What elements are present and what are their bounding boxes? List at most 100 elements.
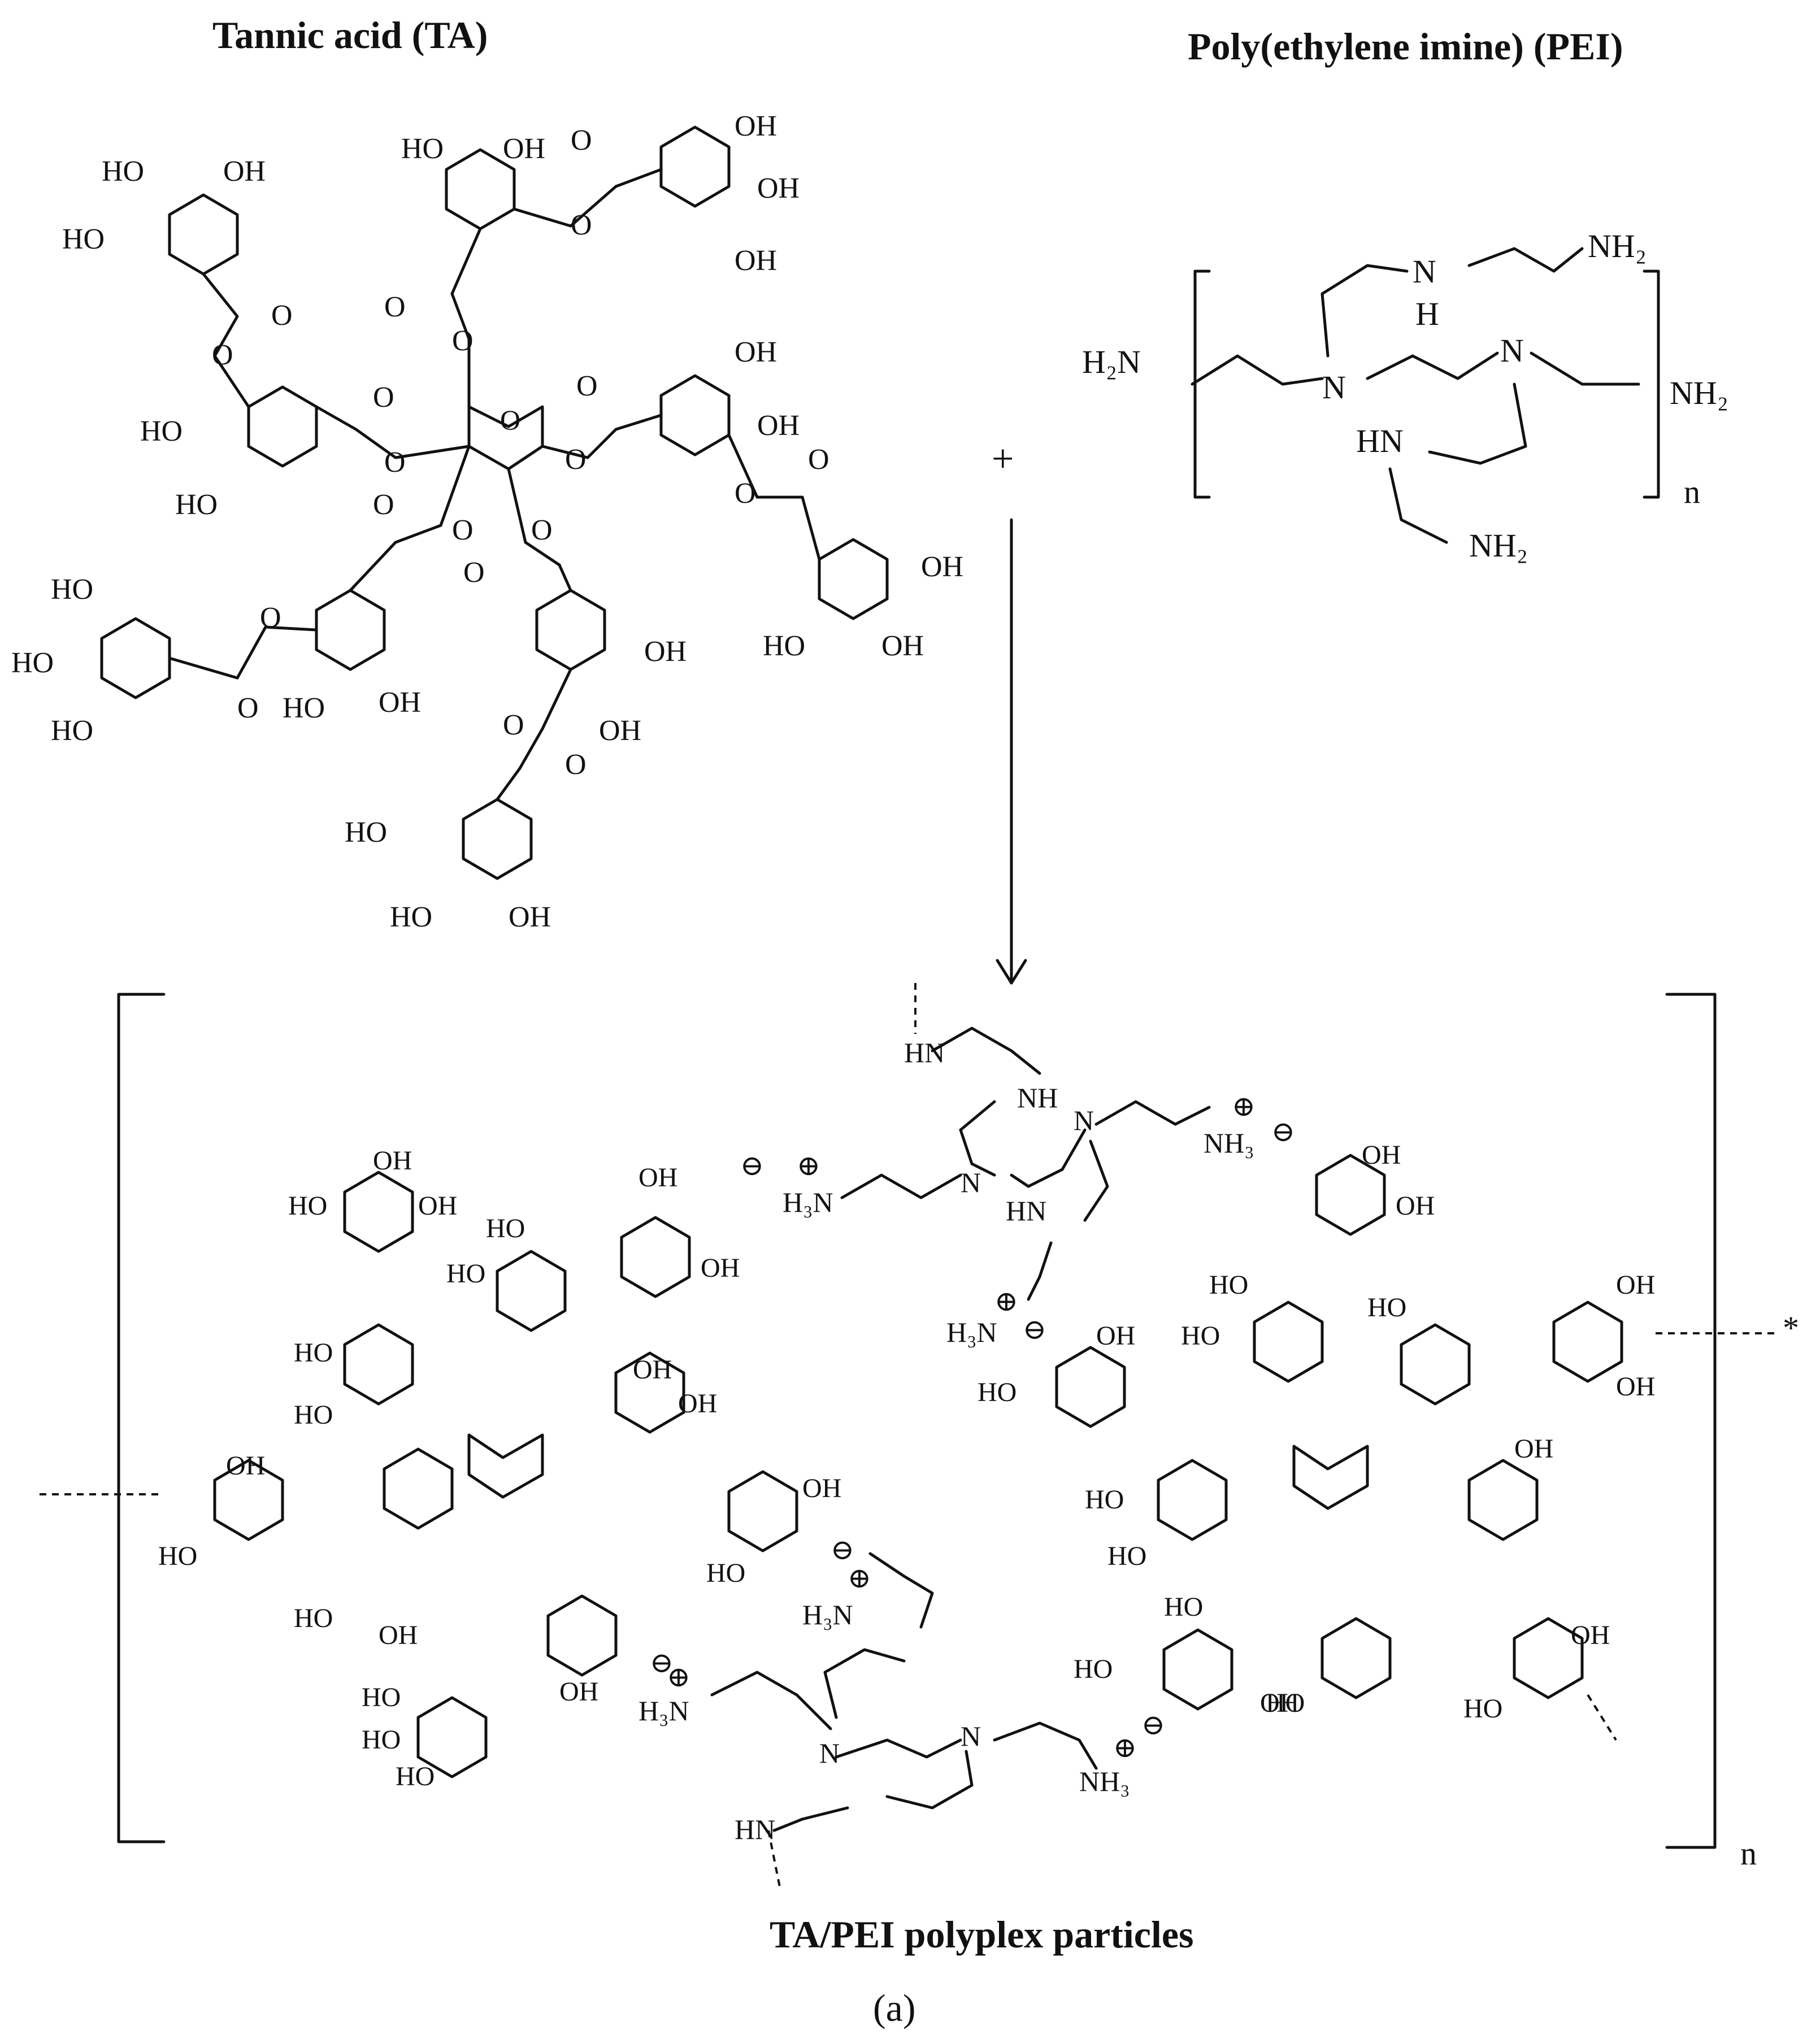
ta-title: Tannic acid (TA) bbox=[212, 14, 488, 56]
svg-text:OH: OH bbox=[644, 636, 687, 668]
svg-text:O: O bbox=[808, 443, 829, 476]
left-ta-rings bbox=[213, 1171, 798, 1778]
svg-text:HO: HO bbox=[51, 573, 93, 606]
svg-text:N: N bbox=[961, 1720, 981, 1752]
svg-text:OH: OH bbox=[735, 245, 777, 277]
svg-text:⊖: ⊖ bbox=[1023, 1314, 1046, 1345]
svg-text:OH: OH bbox=[503, 133, 545, 165]
svg-text:HO: HO bbox=[390, 901, 432, 933]
svg-text:O: O bbox=[571, 209, 592, 241]
plus-sign: + bbox=[992, 437, 1014, 481]
svg-text:H₃N: H₃N bbox=[783, 1186, 833, 1218]
svg-text:HO: HO bbox=[1085, 1485, 1124, 1515]
svg-text:H₃N: H₃N bbox=[946, 1316, 997, 1348]
svg-text:HN: HN bbox=[904, 1037, 945, 1068]
svg-text:HO: HO bbox=[1367, 1293, 1406, 1323]
svg-text:⊕: ⊕ bbox=[1232, 1090, 1256, 1122]
svg-text:⊕: ⊕ bbox=[994, 1285, 1018, 1317]
svg-text:OH: OH bbox=[757, 172, 800, 205]
svg-text:OH: OH bbox=[735, 110, 777, 142]
pei-structure: H₂N N H NH₂ N N NH₂ HN NH₂ n bbox=[1082, 228, 1728, 564]
svg-text:HO: HO bbox=[362, 1682, 401, 1712]
glucose-ring-oxygen: O bbox=[500, 404, 520, 436]
svg-text:O: O bbox=[463, 556, 485, 589]
svg-text:OH: OH bbox=[418, 1191, 457, 1221]
svg-text:O: O bbox=[531, 514, 553, 546]
figure-caption: (a) bbox=[873, 1986, 916, 2029]
ta-oxygen-labels: O O O O O O O O O O O O O O O O O O O O bbox=[212, 124, 829, 781]
svg-text:O: O bbox=[565, 749, 587, 781]
product-structure: n * bbox=[40, 983, 1799, 1888]
svg-text:O: O bbox=[237, 692, 259, 724]
dashed-links bbox=[40, 983, 1780, 1888]
svg-text:⊕: ⊕ bbox=[848, 1562, 871, 1594]
svg-text:HO: HO bbox=[1266, 1688, 1305, 1718]
svg-text:NH₃: NH₃ bbox=[1079, 1765, 1130, 1797]
svg-text:OH: OH bbox=[1362, 1140, 1401, 1170]
reaction-arrow bbox=[996, 518, 1027, 985]
svg-text:H₂N: H₂N bbox=[1082, 343, 1141, 380]
svg-text:N: N bbox=[1074, 1104, 1094, 1136]
svg-text:HO: HO bbox=[62, 223, 105, 255]
svg-text:OH: OH bbox=[379, 1620, 418, 1650]
svg-text:⊕: ⊕ bbox=[1113, 1732, 1137, 1763]
product-end-star: * bbox=[1783, 1310, 1799, 1346]
svg-text:⊕: ⊕ bbox=[797, 1150, 820, 1181]
pei-title: Poly(ethylene imine) (PEI) bbox=[1188, 25, 1623, 68]
svg-text:OH: OH bbox=[509, 901, 551, 933]
product-pei-chains bbox=[710, 1027, 1211, 1832]
svg-text:OH: OH bbox=[1260, 1688, 1299, 1718]
svg-text:OH: OH bbox=[373, 1146, 412, 1176]
svg-text:OH: OH bbox=[379, 686, 421, 719]
product-hydroxyl-labels: OH HO OH HO HO HO HO OH OH OH OH OH HO O… bbox=[158, 1140, 1655, 1791]
svg-text:OH: OH bbox=[678, 1389, 717, 1419]
svg-text:N: N bbox=[961, 1167, 981, 1198]
svg-text:HO: HO bbox=[1074, 1654, 1113, 1684]
svg-text:OH: OH bbox=[633, 1355, 672, 1385]
svg-text:N: N bbox=[819, 1737, 840, 1769]
svg-text:NH: NH bbox=[1017, 1082, 1058, 1114]
svg-text:O: O bbox=[503, 709, 524, 741]
svg-text:HO: HO bbox=[362, 1725, 401, 1755]
svg-text:HO: HO bbox=[1181, 1321, 1220, 1351]
svg-text:N: N bbox=[1500, 332, 1524, 369]
svg-text:O: O bbox=[384, 291, 406, 323]
svg-text:OH: OH bbox=[1616, 1372, 1655, 1402]
product-title: TA/PEI polyplex particles bbox=[770, 1913, 1194, 1956]
svg-text:NH₂: NH₂ bbox=[1469, 527, 1528, 564]
svg-text:HO: HO bbox=[11, 647, 54, 679]
svg-text:NH₃: NH₃ bbox=[1204, 1127, 1254, 1159]
svg-text:OH: OH bbox=[1571, 1620, 1610, 1650]
galloyl-rings bbox=[100, 125, 889, 880]
svg-text:OH: OH bbox=[881, 630, 924, 662]
svg-text:OH: OH bbox=[599, 715, 641, 747]
svg-text:NH₂: NH₂ bbox=[1670, 375, 1728, 411]
right-ta-rings bbox=[1055, 1154, 1623, 1711]
svg-text:HN: HN bbox=[1356, 423, 1404, 459]
svg-text:O: O bbox=[571, 124, 592, 156]
svg-text:HO: HO bbox=[1209, 1270, 1248, 1300]
product-brackets bbox=[117, 993, 1717, 1849]
tannic-acid-structure: O bbox=[11, 110, 963, 933]
svg-text:HO: HO bbox=[401, 133, 444, 165]
svg-text:O: O bbox=[576, 370, 598, 402]
svg-text:H₃N: H₃N bbox=[638, 1695, 689, 1726]
svg-text:O: O bbox=[565, 443, 587, 476]
svg-text:O: O bbox=[212, 339, 233, 371]
svg-text:OH: OH bbox=[1396, 1191, 1435, 1221]
svg-text:O: O bbox=[384, 446, 406, 479]
svg-text:NH₂: NH₂ bbox=[1588, 228, 1647, 264]
svg-text:⊖: ⊖ bbox=[831, 1534, 854, 1565]
svg-text:O: O bbox=[735, 477, 756, 510]
pei-atom-labels: H₂N N H NH₂ N N NH₂ HN NH₂ bbox=[1082, 228, 1728, 564]
svg-text:HO: HO bbox=[158, 1541, 197, 1571]
svg-text:OH: OH bbox=[638, 1163, 677, 1193]
svg-text:O: O bbox=[452, 514, 474, 546]
svg-text:OH: OH bbox=[226, 1451, 265, 1481]
svg-text:⊖: ⊖ bbox=[650, 1647, 674, 1678]
svg-text:⊖: ⊖ bbox=[1141, 1709, 1165, 1741]
svg-text:HO: HO bbox=[1164, 1592, 1203, 1622]
svg-text:OH: OH bbox=[735, 336, 777, 368]
svg-text:HO: HO bbox=[102, 155, 144, 188]
